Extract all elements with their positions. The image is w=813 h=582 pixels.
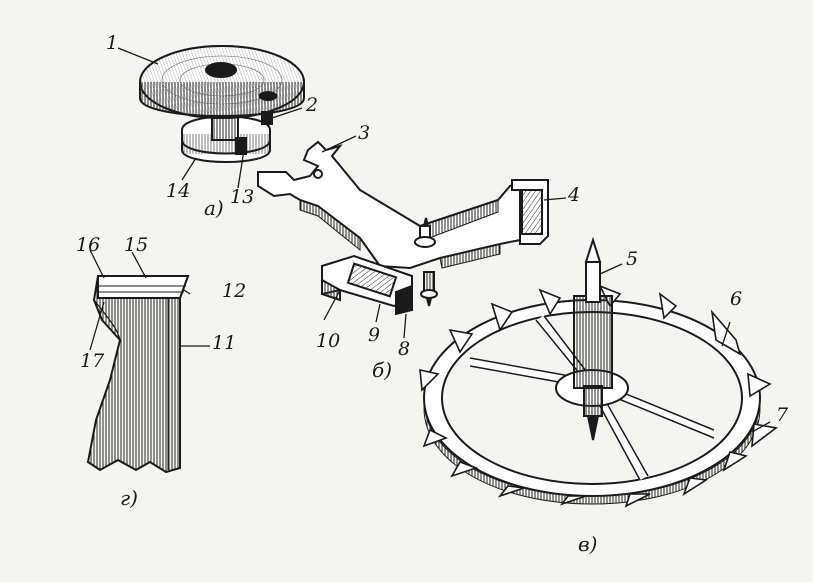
label-10: 10	[316, 330, 341, 352]
subfig-b: б)	[372, 358, 393, 382]
subfig-v: в)	[578, 532, 598, 556]
pin-hole	[259, 91, 277, 101]
ruby-pin	[235, 137, 247, 155]
subfig-g: г)	[120, 486, 138, 510]
label-2: 2	[306, 94, 319, 116]
fork-arbor	[414, 217, 438, 307]
pallet-fork	[257, 140, 549, 316]
label-7: 7	[776, 404, 789, 426]
label-16: 16	[76, 234, 101, 256]
escape-wheel	[419, 236, 778, 508]
exit-pallet	[521, 189, 543, 235]
label-14: 14	[166, 180, 191, 202]
label-3: 3	[358, 122, 371, 144]
center-hole	[205, 62, 237, 78]
wheel-arbor	[573, 236, 613, 441]
label-4: 4	[568, 184, 581, 206]
subfig-a: а)	[204, 196, 224, 220]
entry-pallet	[346, 262, 398, 298]
label-9: 9	[368, 324, 381, 346]
roller-assembly	[139, 45, 305, 163]
label-1: 1	[106, 32, 119, 54]
label-6: 6	[730, 288, 743, 310]
label-11: 11	[212, 332, 237, 354]
label-13: 13	[230, 186, 255, 208]
label-8: 8	[398, 338, 411, 360]
label-15: 15	[124, 234, 149, 256]
label-12: 12	[222, 280, 247, 302]
leader-lines	[89, 47, 771, 433]
label-5: 5	[626, 248, 639, 270]
label-17: 17	[80, 350, 105, 372]
pallet-stone-detail	[86, 275, 190, 474]
